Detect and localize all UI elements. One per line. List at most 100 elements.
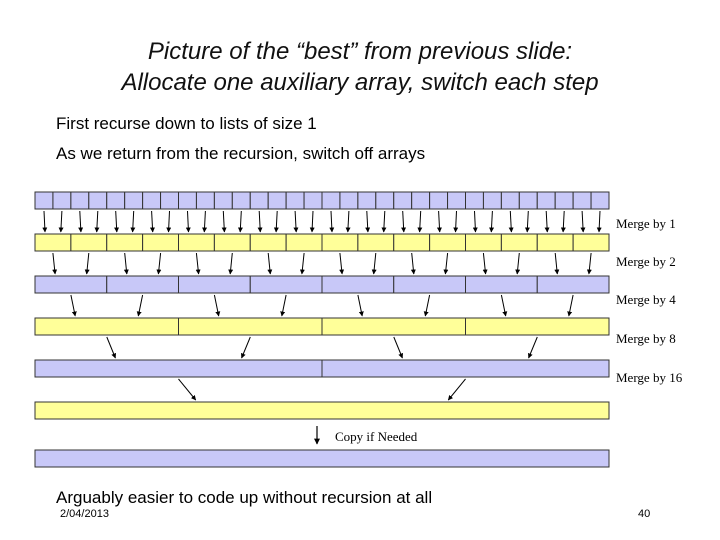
array-4-cell [465, 317, 610, 336]
slide-title-line-1: Picture of the “best” from previous slid… [147, 38, 573, 65]
merge-arrow [393, 336, 404, 359]
slide-title: Picture of the “best” from previous slid… [0, 36, 720, 98]
merge-arrow [423, 294, 431, 317]
array-2-cell [393, 233, 431, 252]
array-1-cell [554, 191, 574, 210]
merge-arrow [228, 252, 234, 275]
merge-arrow [156, 252, 162, 275]
merge-arrow [293, 210, 299, 233]
merge-arrow [345, 210, 351, 233]
array-1-cell [465, 191, 484, 210]
array-1-cell [70, 191, 90, 210]
merge-arrow [365, 210, 371, 233]
merge-arrow [178, 378, 197, 401]
merge-arrow [299, 252, 305, 275]
step-label-5: Merge by 16 [616, 370, 683, 385]
merge-arrow [149, 210, 155, 233]
merge-arrow [221, 210, 227, 233]
array-3-cell [249, 275, 323, 294]
merge-arrow [237, 210, 243, 233]
merge-arrow [443, 252, 449, 275]
merge-arrow [257, 210, 263, 233]
array-2-cell [178, 233, 215, 252]
merge-arrow [114, 210, 120, 233]
merge-arrow [417, 210, 423, 233]
merge-arrow [130, 210, 136, 233]
merge-arrow [560, 210, 566, 233]
array-2-cell [536, 233, 574, 252]
footer-date: 2/04/2013 [60, 508, 109, 520]
merge-arrow [508, 210, 514, 233]
step-label-1: Merge by 1 [616, 216, 676, 231]
array-1-cell [411, 191, 431, 210]
merge-arrow [580, 210, 586, 233]
merge-arrow [436, 210, 442, 233]
step-label-6: Copy if Needed [335, 429, 418, 444]
merge-arrow [500, 294, 508, 317]
merge-arrow [195, 252, 201, 275]
merge-arrow [515, 252, 521, 275]
array-2-cell [465, 233, 502, 252]
merge-arrow [554, 252, 560, 275]
array-2-cell [321, 233, 359, 252]
merge-arrow [524, 210, 530, 233]
array-1-cell [429, 191, 449, 210]
array-4-cell [178, 317, 323, 336]
array-1-cell [590, 191, 610, 210]
array-3-cell [536, 275, 610, 294]
bullet-switch-arrays: As we return from the recursion, switch … [56, 144, 426, 163]
array-1-cell [88, 191, 108, 210]
array-1-cell [375, 191, 395, 210]
merge-arrow [544, 210, 550, 233]
array-1-cell [285, 191, 305, 210]
array-3-cell [178, 275, 251, 294]
array-1-cell [106, 191, 126, 210]
array-1-cell [52, 191, 72, 210]
merge-arrow [42, 210, 48, 233]
array-2-cell [142, 233, 180, 252]
merge-arrow [70, 294, 77, 317]
merge-arrow [202, 210, 208, 233]
array-1-cell [178, 191, 197, 210]
merge-arrow [447, 378, 466, 401]
merge-arrow [339, 252, 345, 275]
merge-arrow [453, 210, 459, 233]
merge-arrow [136, 294, 144, 317]
array-2-cell [213, 233, 251, 252]
merge-arrow [401, 210, 407, 233]
array-3-cell [393, 275, 466, 294]
merge-arrow [489, 210, 495, 233]
merge-arrow [280, 294, 287, 317]
array-5-cell [34, 359, 323, 378]
footer-page-number: 40 [638, 508, 651, 520]
merge-arrow [371, 252, 377, 275]
array-1-cell [213, 191, 233, 210]
array-1-cell [321, 191, 341, 210]
array-1-cell [482, 191, 502, 210]
array-1-cell [267, 191, 287, 210]
array-1-cell [142, 191, 162, 210]
array-2-cell [572, 233, 610, 252]
array-1-cell [231, 191, 251, 210]
array-1-cell [518, 191, 538, 210]
array-1-cell [124, 191, 144, 210]
merge-arrow [410, 252, 416, 275]
merge-arrow [309, 210, 315, 233]
array-2-cell [249, 233, 287, 252]
array-1-cell [249, 191, 269, 210]
array-3-cell [34, 275, 108, 294]
array-1-cell [500, 191, 520, 210]
array-2-cell [500, 233, 538, 252]
array-1-cell [339, 191, 359, 210]
array-3-cell [321, 275, 395, 294]
array-2-cell [285, 233, 323, 252]
array-1-cell [195, 191, 215, 210]
bullet-no-recursion: Arguably easier to code up without recur… [56, 488, 433, 507]
array-3-cell [465, 275, 538, 294]
merge-arrow [472, 210, 478, 233]
bullet-recurse-down: First recurse down to lists of size 1 [56, 114, 317, 133]
array-1-cell [393, 191, 413, 210]
merge-arrow [586, 252, 592, 275]
merge-arrow [185, 210, 191, 233]
